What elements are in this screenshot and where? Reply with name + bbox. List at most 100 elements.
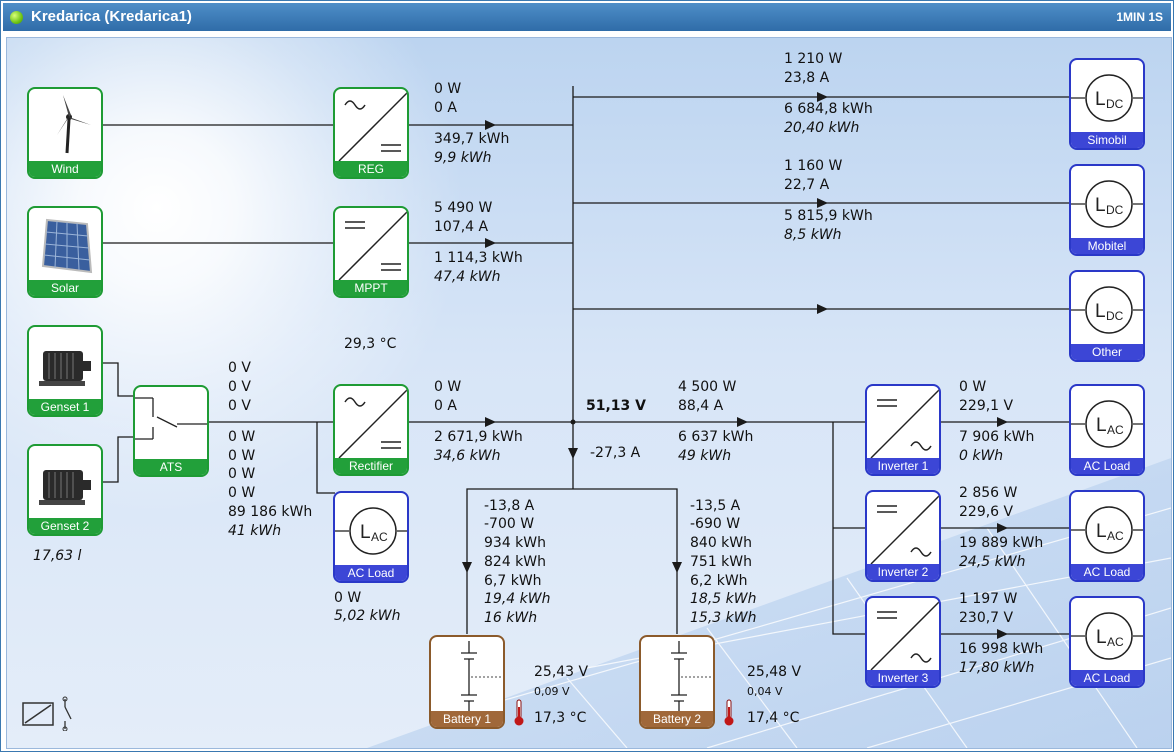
inverter-1-label: Inverter 1 <box>867 458 939 474</box>
genset-2-label: Genset 2 <box>29 518 101 534</box>
genset-2[interactable]: Genset 2 <box>27 444 103 536</box>
svg-text:L: L <box>1096 415 1107 436</box>
dc-ac-inverter-icon <box>870 601 939 671</box>
thermometer-icon <box>724 699 734 726</box>
mppt-total-energy: 1 114,3 kWh <box>434 250 523 266</box>
svg-text:L: L <box>360 522 371 543</box>
dc-dc-converter-icon <box>338 211 407 281</box>
inverter-1-total-energy: 7 906 kWh <box>959 429 1035 445</box>
inverter-feed-total-energy: 6 637 kWh <box>678 429 754 445</box>
reg-label: REG <box>335 161 407 177</box>
reg-today-energy: 9,9 kWh <box>434 150 492 166</box>
inverter-2-today-energy: 24,5 kWh <box>959 554 1026 570</box>
transfer-switch-icon <box>135 397 207 440</box>
wind-turbine-icon <box>57 95 91 154</box>
battery-2-charged-today: 18,5 kWh <box>690 591 757 607</box>
generator-icon <box>39 470 91 505</box>
battery-2-label: Battery 2 <box>641 711 713 727</box>
dc-load-simobil-label: Simobil <box>1071 132 1143 148</box>
ac-load-left-power: 0 W <box>334 590 362 606</box>
inverter-2[interactable]: Inverter 2 <box>865 490 941 582</box>
rectifier[interactable]: Rectifier <box>333 384 409 476</box>
battery-icon <box>461 641 503 711</box>
ac-load-2-label: AC Load <box>1071 564 1143 580</box>
battery-1-voltage-delta: 0,09 V <box>534 685 570 698</box>
inverter-3-voltage: 230,7 V <box>959 610 1014 626</box>
battery-1-current: -13,8 A <box>484 498 535 514</box>
mppt-today-energy: 47,4 kWh <box>434 269 501 285</box>
system-diagram: Wind Solar Genset 1 <box>6 37 1172 749</box>
battery-1-charged-today: 19,4 kWh <box>484 591 551 607</box>
battery-2-energy: 6,2 kWh <box>690 573 748 589</box>
genset-fuel: 17,63 l <box>33 548 82 564</box>
inverter-2-total-energy: 19 889 kWh <box>959 535 1044 551</box>
simobil-current: 23,8 A <box>784 70 830 86</box>
inverter-1[interactable]: Inverter 1 <box>865 384 941 476</box>
inverter-2-power: 2 856 W <box>959 485 1018 501</box>
ats-voltage-3: 0 V <box>228 398 251 414</box>
reg-current: 0 A <box>434 100 457 116</box>
battery-1-discharged-today: 16 kWh <box>484 610 538 626</box>
inverter-3-label: Inverter 3 <box>867 670 939 686</box>
ac-load-left-energy: 5,02 kWh <box>334 608 401 624</box>
solar-source[interactable]: Solar <box>27 206 103 298</box>
battery-2-temperature: 17,4 °C <box>747 710 800 726</box>
battery-1[interactable]: Battery 1 <box>429 635 505 729</box>
thermometer-icon <box>514 699 524 726</box>
refresh-interval[interactable]: 1MIN 1S <box>1116 10 1163 24</box>
battery-2-charged-total: 840 kWh <box>690 535 752 551</box>
battery-icon <box>671 641 713 711</box>
ac-load-left-label: AC Load <box>335 565 407 581</box>
inverter-3[interactable]: Inverter 3 <box>865 596 941 688</box>
svg-text:DC: DC <box>1106 203 1124 217</box>
reg-total-energy: 349,7 kWh <box>434 131 510 147</box>
inverter-3-today-energy: 17,80 kWh <box>959 660 1035 676</box>
solar-panel-icon <box>41 218 93 274</box>
ats-power-1: 0 W <box>228 429 256 445</box>
bus-current: -27,3 A <box>590 445 641 461</box>
wind-source[interactable]: Wind <box>27 87 103 179</box>
battery-1-energy: 6,7 kWh <box>484 573 542 589</box>
inverter-1-voltage: 229,1 V <box>959 398 1014 414</box>
ac-dc-converter-icon <box>338 92 407 162</box>
inverter-3-total-energy: 16 998 kWh <box>959 641 1044 657</box>
battery-2-discharged-total: 751 kWh <box>690 554 752 570</box>
reg-controller[interactable]: REG <box>333 87 409 179</box>
inverter-feed-current: 88,4 A <box>678 398 724 414</box>
inverter-1-today-energy: 0 kWh <box>959 448 1004 464</box>
simobil-today-energy: 20,40 kWh <box>784 120 860 136</box>
inverter-3-power: 1 197 W <box>959 591 1018 607</box>
inverter-1-power: 0 W <box>959 379 987 395</box>
genset-1[interactable]: Genset 1 <box>27 325 103 417</box>
battery-2-current: -13,5 A <box>690 498 741 514</box>
battery-2[interactable]: Battery 2 <box>639 635 715 729</box>
schematic-toggle-icon[interactable] <box>21 695 77 731</box>
ats-voltage-2: 0 V <box>228 379 251 395</box>
inverter-2-voltage: 229,6 V <box>959 504 1014 520</box>
rectifier-total-energy: 2 671,9 kWh <box>434 429 523 445</box>
mppt-controller[interactable]: MPPT <box>333 206 409 298</box>
svg-text:DC: DC <box>1106 309 1124 323</box>
battery-2-discharged-today: 15,3 kWh <box>690 610 757 626</box>
inverter-feed-power: 4 500 W <box>678 379 737 395</box>
ats-switch[interactable]: ATS <box>133 385 209 477</box>
battery-2-voltage-delta: 0,04 V <box>747 685 783 698</box>
genset-1-label: Genset 1 <box>29 399 101 415</box>
mppt-current: 107,4 A <box>434 219 489 235</box>
generator-icon <box>39 351 91 386</box>
mppt-power: 5 490 W <box>434 200 493 216</box>
ac-load-1-label: AC Load <box>1071 458 1143 474</box>
dc-load-other-label: Other <box>1071 344 1143 360</box>
svg-text:L: L <box>1095 89 1106 110</box>
